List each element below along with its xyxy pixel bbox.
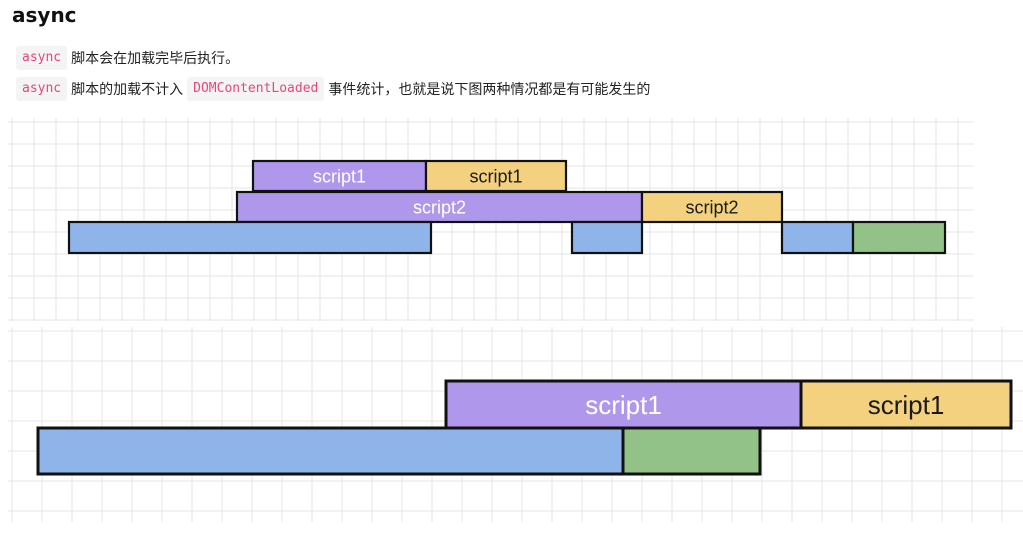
timeline-bar-loaded — [851, 220, 947, 255]
bar-label: script2 — [413, 197, 466, 217]
bar-label: script1 — [313, 166, 366, 186]
bar-rect-parse — [36, 426, 625, 476]
bar-rect-loaded — [621, 426, 762, 476]
bar-rect-parse — [780, 220, 855, 255]
bar-rect-execute — [424, 159, 568, 193]
timeline-bar-parse — [780, 220, 855, 255]
timeline-diagram-2-svg: script1 script1 — [8, 327, 1023, 522]
paragraph-domcontentloaded: async 脚本的加载不计入 DOMContentLoaded 事件统计，也就是… — [16, 76, 650, 102]
timeline-bar-download: script1 — [251, 159, 428, 193]
bar-label: script1 — [469, 166, 522, 186]
timeline-bar-parse — [67, 220, 433, 255]
timeline-bar-execute: script1 — [424, 159, 568, 193]
inline-code-async: async — [16, 77, 68, 101]
bar-rect-loaded — [851, 220, 947, 255]
paragraph-text-after: 事件统计，也就是说下图两种情况都是有可能发生的 — [328, 82, 651, 98]
bar-label: script1 — [585, 390, 662, 420]
paragraph-async-execution: async 脚本会在加载完毕后执行。 — [16, 45, 239, 71]
timeline-bar-parse — [36, 426, 625, 476]
inline-code-async: async — [16, 46, 68, 70]
timeline-diagram-2: script1 script1 — [8, 327, 1023, 522]
timeline-bar-download: script1 — [444, 379, 803, 430]
timeline-bar-execute: script2 — [640, 190, 784, 224]
bar-rect-execute — [799, 379, 1013, 430]
section-heading: async — [12, 3, 77, 27]
timeline-bar-download: script2 — [235, 190, 644, 224]
inline-code-domcontentloaded: DOMContentLoaded — [187, 77, 325, 101]
bar-label: script2 — [685, 197, 738, 217]
paragraph-text: 脚本会在加载完毕后执行。 — [71, 51, 240, 67]
timeline-bar-execute: script1 — [799, 379, 1013, 430]
bar-rect-parse — [67, 220, 433, 255]
timeline-bar-loaded — [621, 426, 762, 476]
bar-rect-parse — [570, 220, 644, 255]
bar-label: script1 — [868, 390, 945, 420]
bar-rect-download — [235, 190, 644, 224]
paragraph-text-before: 脚本的加载不计入 — [71, 82, 184, 98]
bar-rect-execute — [640, 190, 784, 224]
timeline-bar-parse — [570, 220, 644, 255]
